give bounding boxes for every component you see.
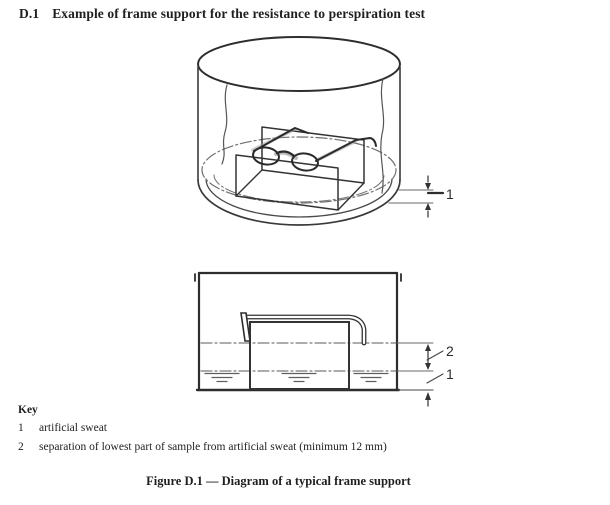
beaker-bottom-inner bbox=[205, 178, 393, 218]
dimension-marker-bottom: 2 1 bbox=[396, 342, 454, 407]
basin-outline bbox=[194, 271, 402, 392]
temple-right bbox=[315, 137, 377, 162]
dim2-arrow-down bbox=[425, 363, 431, 370]
water-symbol-left bbox=[204, 372, 240, 383]
section-number: D.1 bbox=[19, 6, 40, 21]
bridge bbox=[275, 150, 296, 158]
liquid-level-dashed-ellipse bbox=[201, 136, 397, 204]
beaker-perspective-view: 1 bbox=[197, 36, 454, 226]
support-edge-left bbox=[235, 169, 263, 197]
beaker-bottom-outer bbox=[197, 179, 401, 226]
arrowhead-down bbox=[425, 183, 431, 190]
dim2-arrow-up bbox=[425, 344, 431, 351]
figure-caption: Figure D.1 — Diagram of a typical frame … bbox=[146, 474, 411, 488]
arrowhead-up bbox=[425, 203, 431, 210]
dimension-label-1-top: 1 bbox=[446, 186, 454, 202]
water-symbol-right bbox=[353, 372, 389, 383]
section-title: Example of frame support for the resista… bbox=[52, 6, 426, 21]
key-item-2-text: separation of lowest part of sample from… bbox=[39, 441, 387, 453]
section-heading: D.1 Example of frame support for the resi… bbox=[19, 6, 425, 22]
lens-left bbox=[252, 146, 280, 166]
lens-right bbox=[291, 152, 319, 172]
key-item-1-text: artificial sweat bbox=[39, 422, 108, 434]
lens-edge bbox=[240, 312, 251, 342]
dimension-marker-top: 1 bbox=[388, 175, 454, 218]
key-item-1: 1 artificial sweat bbox=[18, 422, 387, 435]
key-item-2: 2 separation of lowest part of sample fr… bbox=[18, 441, 387, 454]
key-item-2-ref: 2 bbox=[18, 441, 24, 453]
dim1-leader bbox=[426, 373, 444, 384]
frame-support-box bbox=[235, 126, 365, 211]
liquid-level-inner-dashed bbox=[213, 174, 385, 203]
water-symbol-middle bbox=[281, 372, 317, 383]
spectacles bbox=[251, 127, 377, 172]
support-edge-right bbox=[337, 182, 365, 211]
temple-side-inner bbox=[245, 315, 366, 345]
break-line-right bbox=[380, 78, 385, 194]
side-elevation-view: 2 1 bbox=[194, 271, 454, 407]
temple-side-outer bbox=[244, 314, 367, 346]
figure-key: Key 1 artificial sweat 2 separation of l… bbox=[18, 404, 387, 454]
temple-left bbox=[253, 127, 309, 152]
beaker-rim bbox=[197, 36, 401, 92]
dimension-label-1-bottom: 1 bbox=[446, 366, 454, 382]
dimension-label-2: 2 bbox=[446, 343, 454, 359]
dim1-arrow-up bbox=[425, 392, 431, 400]
break-line-left bbox=[221, 84, 228, 165]
key-item-1-ref: 1 bbox=[18, 422, 24, 434]
spectacles-side-view bbox=[240, 312, 367, 346]
support-block bbox=[249, 321, 350, 390]
key-heading: Key bbox=[18, 404, 38, 416]
dim2-leader bbox=[426, 350, 444, 361]
